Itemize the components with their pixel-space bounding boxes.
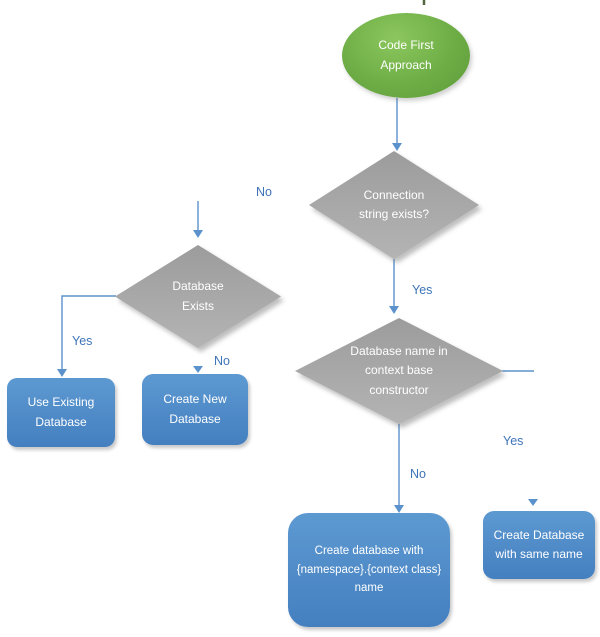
edge-label-exists-no: No (214, 354, 230, 368)
node-create-db-namespace-box: Create database with {namespace}.{contex… (288, 513, 450, 627)
node-database-name-label: Database name in context base constructo… (350, 344, 448, 397)
node-start-label: Code First Approach (378, 38, 434, 72)
edge-label-name-no: No (410, 467, 426, 481)
edge-label-exists-yes: Yes (72, 334, 93, 348)
arrowhead-down-icon (394, 505, 404, 513)
edge-label-connection-no: No (256, 185, 272, 199)
node-create-db-same-name-box: Create Database with same name (483, 511, 595, 579)
edge-label-name-yes: Yes (503, 434, 524, 448)
node-use-existing-db-box: Use Existing Database (7, 378, 115, 447)
edge-label-connection-yes: Yes (412, 283, 433, 297)
arrowhead-down-icon (528, 499, 538, 506)
diamond-shape: Database Exists (115, 245, 281, 348)
edge-exists-yes (61, 295, 116, 369)
arrowhead-down-icon (193, 366, 203, 373)
node-database-exists-label: Database Exists (172, 279, 224, 313)
node-database-name-diamond: Database name in context base constructo… (295, 318, 503, 424)
node-create-new-db-box: Create New Database (142, 374, 248, 445)
diamond-shape: Database name in context base constructo… (295, 318, 503, 424)
node-use-existing-db-label: Use Existing Database (27, 395, 95, 429)
arrowhead-down-icon (392, 143, 402, 151)
node-database-exists-diamond: Database Exists (115, 245, 281, 348)
arrowhead-down-icon (57, 369, 67, 377)
diamond-shape: Connection string exists? (309, 151, 479, 259)
node-start-ellipse: Code First Approach (342, 13, 470, 98)
node-connection-string-label: Connection string exists? (358, 187, 430, 221)
arrowhead-down-icon (389, 306, 399, 314)
node-create-db-namespace-label: Create database with {namespace}.{contex… (296, 545, 442, 595)
arrowhead-down-icon (193, 230, 203, 238)
node-connection-string-diamond: Connection string exists? (309, 151, 479, 259)
node-create-db-same-name-label: Create Database with same name (493, 527, 585, 561)
node-create-new-db-label: Create New Database (163, 392, 227, 426)
